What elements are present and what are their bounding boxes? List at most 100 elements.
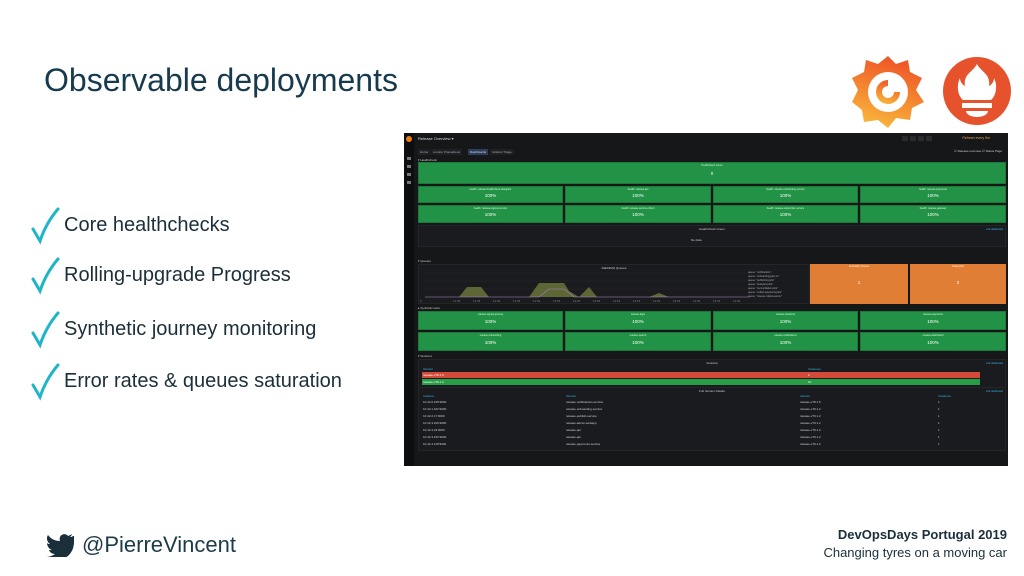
column-header: Instances <box>808 367 821 371</box>
dashboard-sidebar <box>404 133 414 466</box>
panel-title: health: release-healthcheck-delegator <box>469 188 512 191</box>
bullet-item: Rolling-upgrade Progress <box>30 255 291 295</box>
instance-cell: 10.42.3.23:9000 <box>423 428 445 432</box>
version-cell: release-v79.1.2 <box>423 380 444 384</box>
bullet-text: Synthetic journey monitoring <box>64 317 317 340</box>
panel-value: 100% <box>632 339 644 345</box>
panel-title: health: release-payments <box>918 188 948 191</box>
legend-item: queue: "onboarding.jobs.v1" <box>748 275 780 278</box>
axis-tick: 11:35 <box>473 299 481 303</box>
axis-tick: 11:45 <box>513 299 521 303</box>
panel-value: 100% <box>927 212 939 217</box>
full-versions-panel: Full Version Details Link dashboard <box>418 387 1006 451</box>
panel-value: 100% <box>779 192 792 198</box>
stat-panel: release-checkout 100% <box>713 311 858 330</box>
count-cell: 1 <box>938 435 940 439</box>
panel-value: 100% <box>779 212 792 217</box>
stat-panel: health: release-gateway 100% <box>860 205 1006 223</box>
panel-value: 100% <box>927 318 939 324</box>
dashboard-links: Home London Prometheus Dashboards Incide… <box>418 149 1004 155</box>
panel-title: Failed jobs <box>951 265 965 268</box>
dashboard-link: Link dashboard <box>985 362 1003 365</box>
count-cell: 1 <box>938 421 940 425</box>
bullet-item: Error rates & queues saturation <box>30 361 342 401</box>
bullet-text: Error rates & queues saturation <box>64 369 342 392</box>
panel-value: 100% <box>927 339 939 345</box>
column-header: Version <box>800 394 811 398</box>
panel-title: release-dashboard <box>922 334 944 337</box>
legend-item: queue: "collect.payments.jobs" <box>748 291 783 294</box>
instance-cell: 10.42.4.118:9000 <box>423 442 447 446</box>
panel-title: Healthcheck Green <box>699 227 725 231</box>
panel-value: 0 <box>710 171 714 176</box>
twitter-bird-icon <box>45 534 74 557</box>
service-cell: release-payments-service <box>566 442 601 446</box>
panel-value: 100% <box>927 192 939 198</box>
axis-tick: 11:30 <box>453 299 461 303</box>
panel-value: 100% <box>484 318 497 324</box>
panel-value: 100% <box>779 318 792 324</box>
panel-title: release-search <box>629 334 647 337</box>
axis-tick: 0 <box>420 299 422 303</box>
bullet-text: Core healthchecks <box>64 213 230 236</box>
footer: DevOpsDays Portugal 2019 Changing tyres … <box>823 526 1007 562</box>
checkmark-icon <box>31 363 60 401</box>
legend-item: queue: "notifications" <box>748 271 772 274</box>
queue-graph: 0 11:30 11:35 11:40 11:45 11:50 11:55 12… <box>420 272 749 303</box>
axis-tick: 12:05 <box>593 299 601 303</box>
talk-title: Changing tyres on a moving car <box>823 545 1007 560</box>
legend-item: queue: "publishing.jobs" <box>748 279 775 282</box>
grafana-dashboard-screenshot: Release Overview ▾ Refresh every 5m Home… <box>404 133 1008 466</box>
legend-item: queue: "reconciliation.jobs" <box>748 287 778 290</box>
row-header: ▾ Versions <box>418 354 432 358</box>
checkmark-icon <box>31 207 60 245</box>
table-row: 10.42.4.118:9000 release-payments-service… <box>422 441 980 447</box>
toolbar-icon <box>902 136 908 141</box>
table-row: release-v78.1.5 2 <box>422 372 980 378</box>
panel-title: Versions <box>706 361 718 365</box>
instance-cell: 10.42.3.109:9000 <box>423 421 447 425</box>
table-row: release-v79.1.2 10 <box>422 379 980 385</box>
panel-title: health: release-onboarding-service <box>766 188 805 191</box>
panel-note: No data <box>691 238 702 242</box>
alert-stat-panel: Unhealthy Checks 1 <box>810 264 908 304</box>
panel-title: health: release-gateway <box>919 207 947 210</box>
panel-value: 100% <box>484 212 497 217</box>
toolbar-icon <box>918 136 924 141</box>
version-cell: release-v79.1.2 <box>800 414 821 418</box>
column-header: Instance <box>423 394 435 398</box>
column-header: Service <box>566 394 577 398</box>
alert-stat-panel: Failed jobs 2 <box>910 264 1006 304</box>
panel-title: release-checkout <box>775 313 796 316</box>
column-header: Version <box>423 367 434 371</box>
panel-title: Healthcheck Green <box>701 164 723 167</box>
count-cell: 2 <box>808 373 810 377</box>
sidebar-icon <box>407 181 411 184</box>
axis-tick: 12:15 <box>633 299 641 303</box>
row-header: ▾ Healthcheck <box>418 158 437 162</box>
count-cell: 1 <box>938 407 940 411</box>
bullet-item: Synthetic journey monitoring <box>30 309 316 349</box>
instance-cell: 10.42.3.152:9000 <box>423 435 447 439</box>
panel-title: release-onboarding <box>479 334 502 337</box>
panel-value: 100% <box>632 318 644 324</box>
axis-tick: 12:10 <box>613 299 621 303</box>
row-header: ▸ Synthetic tests <box>418 306 440 310</box>
panel-value: 100% <box>632 212 644 217</box>
axis-tick: 11:55 <box>553 299 561 303</box>
graph-legend: queue: "notifications" queue: "onboardin… <box>748 271 808 299</box>
version-cell: release-v78.1.5 <box>423 373 444 377</box>
panel-title: release-payments <box>923 313 943 316</box>
sidebar-icon <box>407 157 411 160</box>
instance-cell: 10.42.2.17:9000 <box>423 414 445 418</box>
dashboard-toggles: ☑ Release overview ☑ Status Page <box>954 149 1002 153</box>
empty-panel: Healthcheck Green No data Link dashboard <box>418 225 1006 247</box>
